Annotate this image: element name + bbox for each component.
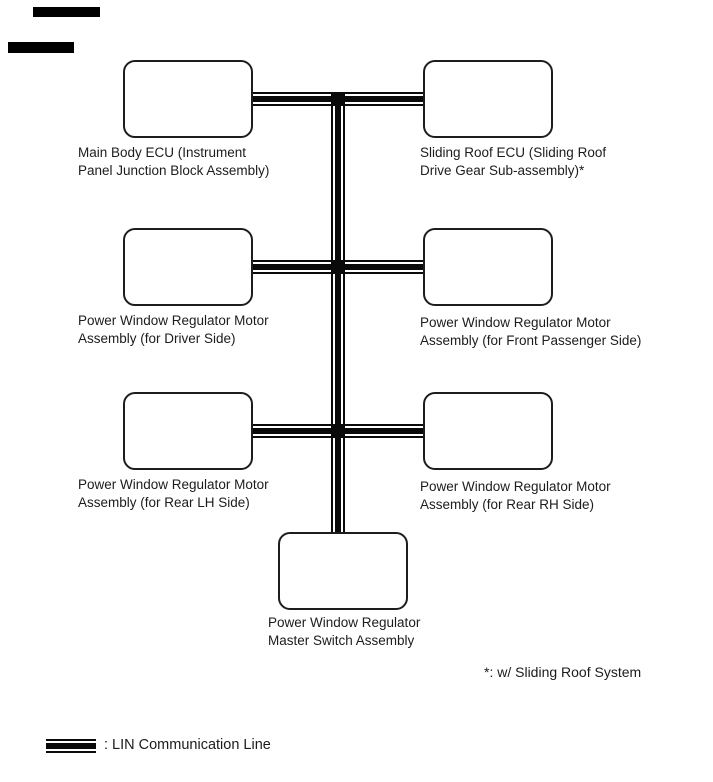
node-box-pw-master-switch	[278, 532, 408, 610]
node-box-pw-motor-rear-rh	[423, 392, 553, 470]
lin-line-legend-label: : LIN Communication Line	[104, 737, 271, 753]
node-box-sliding-roof-ecu	[423, 60, 553, 138]
lin-bus-junction-top	[331, 92, 345, 106]
lin-bus-vertical-trunk	[331, 92, 345, 534]
lin-line-legend-symbol	[46, 739, 96, 753]
label-line: Main Body ECU (Instrument	[78, 145, 247, 160]
node-label-pw-motor-front-passenger: Power Window Regulator Motor Assembly (f…	[420, 314, 641, 349]
label-line: Power Window Regulator	[268, 615, 421, 630]
label-line: Power Window Regulator Motor	[420, 315, 611, 330]
label-line: Sliding Roof ECU (Sliding Roof	[420, 145, 607, 160]
label-line: Assembly (for Rear LH Side)	[78, 494, 250, 510]
label-line: Assembly (for Rear RH Side)	[420, 496, 595, 512]
redaction-bar	[33, 7, 100, 17]
lin-bus-junction-middle	[331, 260, 345, 274]
lin-bus-junction-bottom	[331, 424, 345, 438]
node-box-main-body-ecu	[123, 60, 253, 138]
label-line: Power Window Regulator Motor	[78, 477, 269, 492]
label-line: Drive Gear Sub-assembly)*	[420, 162, 585, 178]
label-line: Master Switch Assembly	[268, 632, 415, 648]
node-box-pw-motor-driver	[123, 228, 253, 306]
label-line: Panel Junction Block Assembly)	[78, 162, 270, 178]
node-label-main-body-ecu: Main Body ECU (Instrument Panel Junction…	[78, 144, 269, 179]
label-line: Assembly (for Driver Side)	[78, 330, 236, 346]
node-box-pw-motor-rear-lh	[123, 392, 253, 470]
footnote-sliding-roof: *: w/ Sliding Roof System	[484, 664, 642, 680]
node-label-pw-motor-rear-rh: Power Window Regulator Motor Assembly (f…	[420, 478, 611, 513]
label-line: Assembly (for Front Passenger Side)	[420, 332, 642, 348]
node-label-pw-motor-driver: Power Window Regulator Motor Assembly (f…	[78, 312, 269, 347]
node-box-pw-motor-front-passenger	[423, 228, 553, 306]
node-label-sliding-roof-ecu: Sliding Roof ECU (Sliding Roof Drive Gea…	[420, 144, 606, 179]
redaction-bar	[8, 42, 74, 53]
label-line: Power Window Regulator Motor	[420, 479, 611, 494]
node-label-pw-motor-rear-lh: Power Window Regulator Motor Assembly (f…	[78, 476, 269, 511]
label-line: Power Window Regulator Motor	[78, 313, 269, 328]
node-label-pw-master-switch: Power Window Regulator Master Switch Ass…	[268, 614, 420, 649]
